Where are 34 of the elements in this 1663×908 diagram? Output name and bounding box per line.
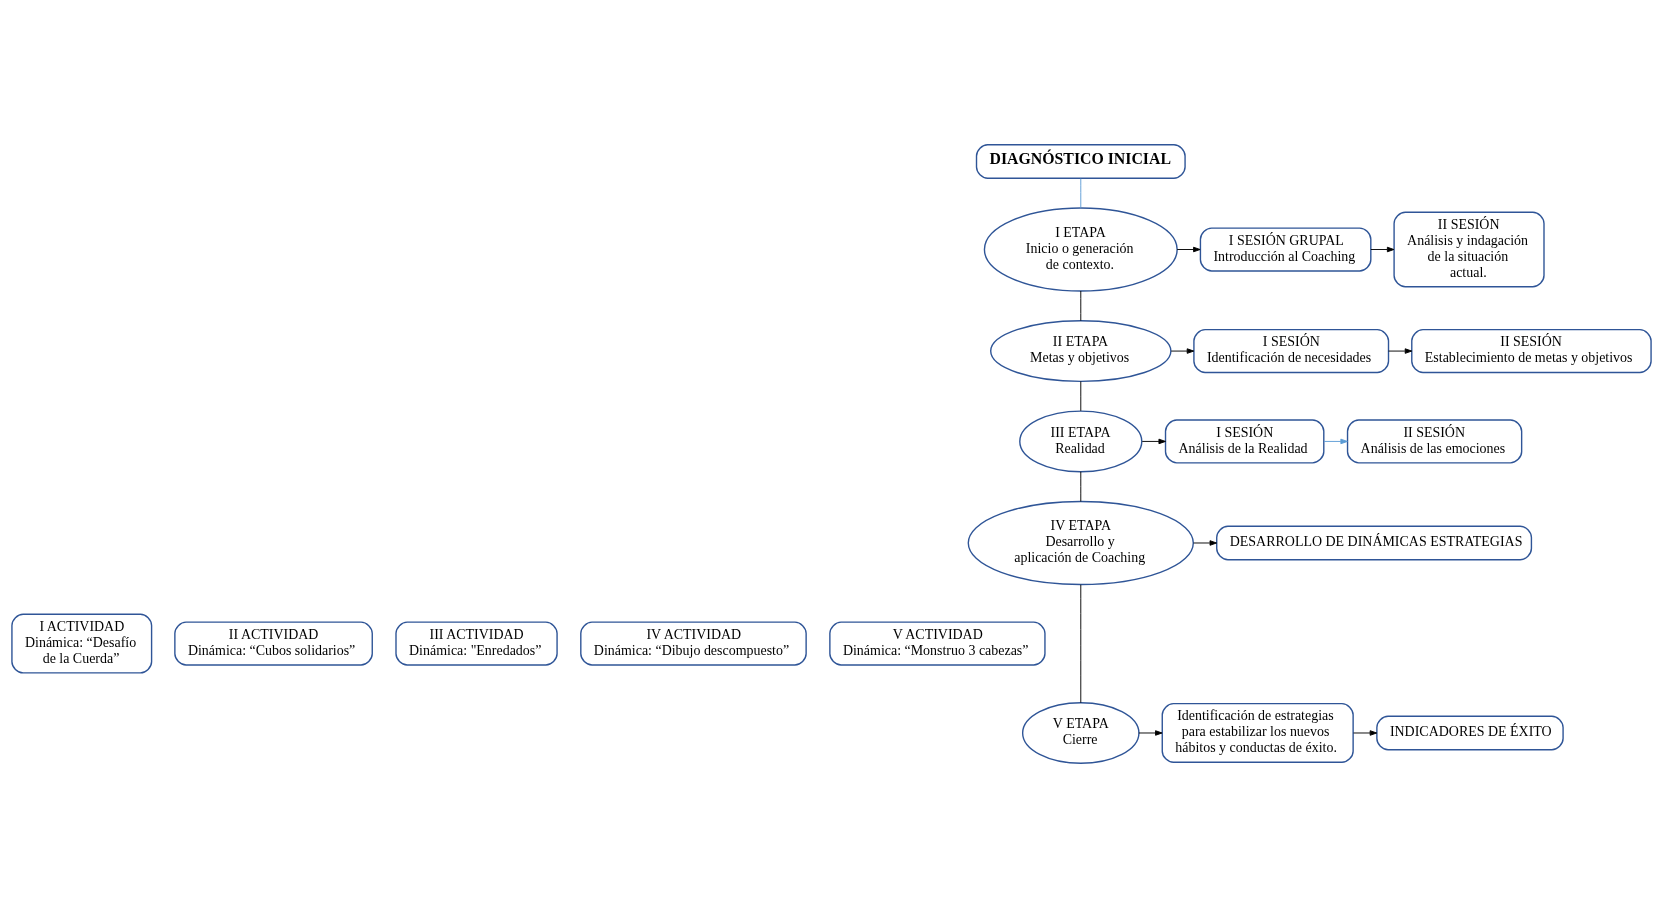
node-box: I SESIÓN GRUPAL Introducción al Coaching bbox=[1199, 227, 1372, 272]
node-box: II SESIÓN Análisis de las emociones bbox=[1346, 419, 1523, 464]
connector bbox=[1080, 471, 1082, 502]
connector bbox=[1080, 584, 1082, 704]
node-ellipse: I ETAPA Inicio o generación de contexto. bbox=[983, 207, 1178, 292]
arrow bbox=[1193, 540, 1217, 546]
node-box: II ACTIVIDAD Dinámica: “Cubos solidarios” bbox=[174, 621, 373, 666]
arrow bbox=[1170, 348, 1195, 354]
node-ellipse: IV ETAPA Desarrollo y aplicación de Coaching bbox=[967, 500, 1194, 586]
node-box: II SESIÓN Análisis y indagación de la situación actual. bbox=[1393, 211, 1545, 288]
node-ellipse: V ETAPA Cierre bbox=[1021, 701, 1140, 764]
node-box: I SESIÓN Análisis de la Realidad bbox=[1164, 419, 1325, 464]
node-box: DIAGNÓSTICO INICIAL bbox=[975, 144, 1186, 179]
node-box: V ACTIVIDAD Dinámica: “Monstruo 3 cabezas” bbox=[829, 621, 1046, 666]
node-box: IV ACTIVIDAD Dinámica: “Dibujo descompuesto” bbox=[580, 621, 807, 666]
arrow bbox=[1370, 246, 1395, 253]
node-ellipse: II ETAPA Metas y objetivos bbox=[990, 320, 1172, 383]
arrow bbox=[1138, 730, 1163, 736]
node-box: I SESIÓN Identificación de necesidades bbox=[1193, 328, 1390, 374]
arrow bbox=[1353, 730, 1378, 736]
node-box: Identificación de estrategias para estabilizar los nuevos hábitos y conductas de éxito. bbox=[1161, 702, 1354, 764]
arrow bbox=[1176, 246, 1201, 253]
node-box: II SESIÓN Establecimiento de metas y objetivos bbox=[1411, 328, 1652, 374]
arrow bbox=[1323, 438, 1348, 445]
connector bbox=[1080, 290, 1082, 322]
arrow bbox=[1388, 348, 1413, 354]
connector bbox=[1080, 381, 1082, 412]
node-box: I ACTIVIDAD Dinámica: “Desafío de la Cuerda” bbox=[11, 613, 153, 674]
arrow bbox=[1141, 438, 1166, 445]
node-box: III ACTIVIDAD Dinámica: "Enredados” bbox=[395, 621, 558, 666]
node-box: DESARROLLO DE DINÁMICAS ESTRATEGIAS bbox=[1216, 525, 1533, 561]
connector bbox=[1080, 178, 1082, 209]
node-box: INDICADORES DE ÉXITO bbox=[1376, 715, 1564, 751]
node-ellipse: III ETAPA Realidad bbox=[1019, 410, 1143, 473]
